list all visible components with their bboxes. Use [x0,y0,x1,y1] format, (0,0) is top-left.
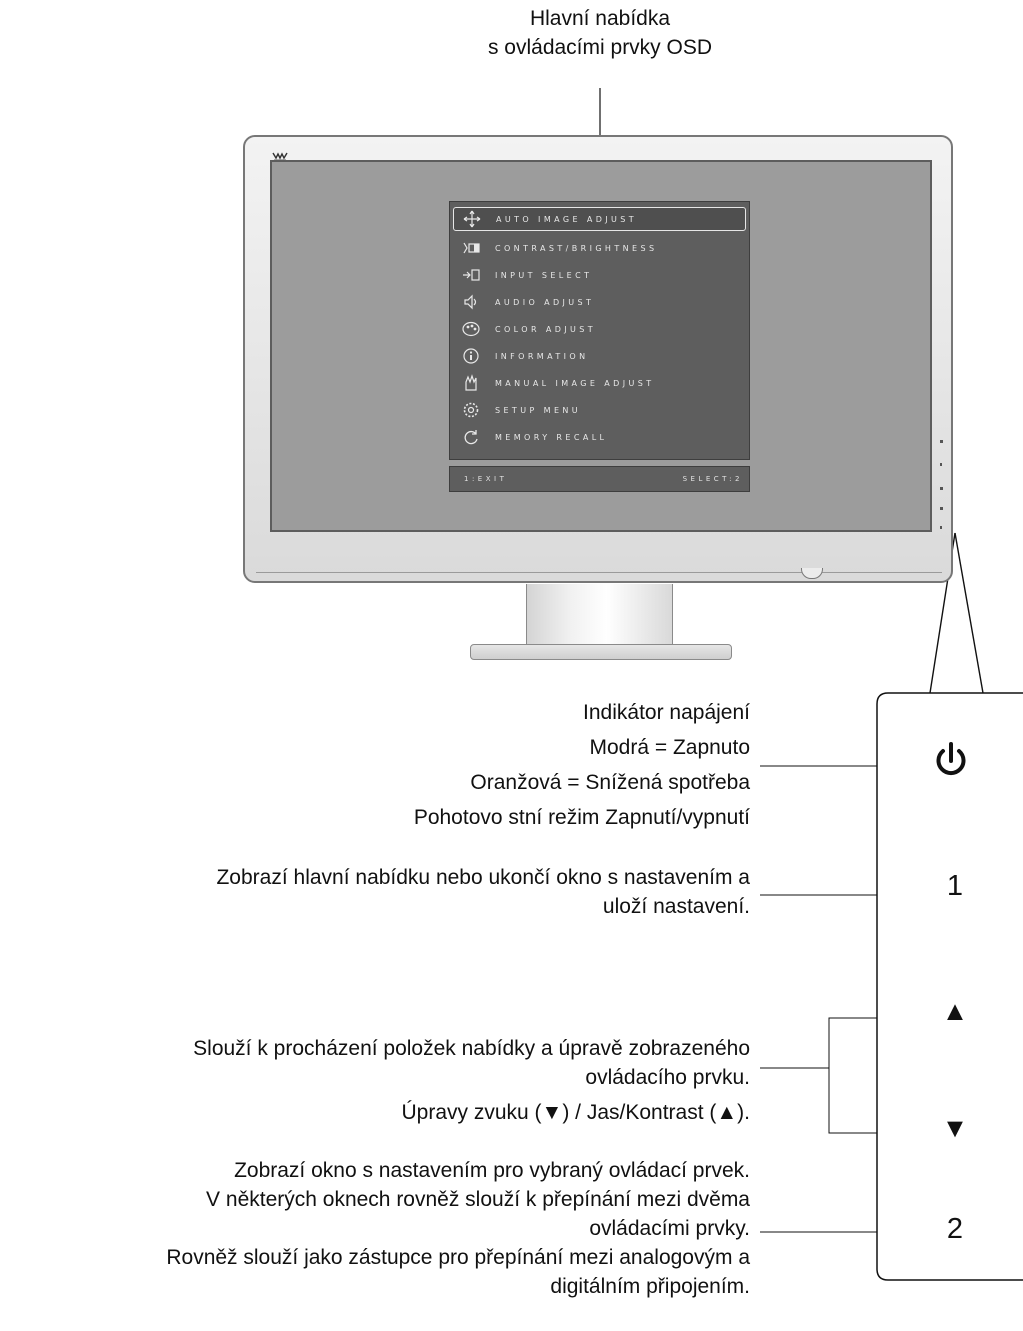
osd-item-color-adjust[interactable]: COLOR ADJUST [453,317,746,341]
manual-image-adjust-icon [461,374,481,392]
control-button-up[interactable]: ▲ [941,996,969,1026]
setup-menu-icon [461,401,481,419]
osd-item-audio-adjust[interactable]: AUDIO ADJUST [453,290,746,314]
osd-menu-caption-line2: s ovládacími prvky OSD [487,36,713,59]
power-description-line: Oranžová = Snížená spotřeba [470,771,750,794]
button2-description: Zobrazí okno s nastavením pro vybraný ov… [166,1156,750,1301]
auto-adjust-icon [462,210,482,228]
osd-item-auto-image-adjust[interactable]: AUTO IMAGE ADJUST [453,207,746,231]
monitor-stand-neck [526,584,673,644]
side-button-power [940,440,943,443]
osd-exit-hint: 1:EXIT [464,475,508,483]
osd-item-label: SETUP MENU [495,405,582,415]
button2-description-line: digitálním připojením. [550,1275,750,1298]
arrows-description-line: Úpravy zvuku (▼) / Jas/Kontrast (▲). [401,1101,750,1124]
button1-description: Zobrazí hlavní nabídku nebo ukončí okno … [216,863,750,921]
side-button-down [940,507,943,510]
zoom-line-right [954,532,984,694]
brand-logo [272,148,288,161]
osd-select-hint: SELECT:2 [682,475,743,483]
monitor-stand-base [470,644,732,660]
power-description-line: Indikátor napájení [583,701,750,724]
memory-recall-icon [461,428,481,446]
power-description-line: Pohotovo stní režim Zapnutí/vypnutí [413,806,750,829]
osd-item-label: CONTRAST/BRIGHTNESS [495,243,658,253]
arrows-description-line: ovládacího prvku. [585,1066,750,1089]
osd-item-information[interactable]: INFORMATION [453,344,746,368]
power-icon[interactable] [928,738,974,784]
side-button-1 [940,463,942,466]
power-description: Indikátor napájení Modrá = Zapnuto Oranž… [414,695,750,835]
button1-description-line: uloží nastavení. [602,895,750,918]
control-button-2[interactable]: 2 [946,1213,964,1245]
osd-menu-caption-line1: Hlavní nabídka [529,7,671,30]
osd-item-label: MEMORY RECALL [495,432,608,442]
button2-description-line: Rovněž slouží jako zástupce pro přepínán… [166,1246,750,1269]
osd-item-contrast-brightness[interactable]: CONTRAST/BRIGHTNESS [453,236,746,260]
information-icon [461,347,481,365]
osd-item-manual-image-adjust[interactable]: MANUAL IMAGE ADJUST [453,371,746,395]
osd-footer: 1:EXIT SELECT:2 [449,466,750,492]
osd-menu-caption: Hlavní nabídka s ovládacími prvky OSD [430,4,770,62]
side-button-2 [940,526,942,529]
osd-item-setup-menu[interactable]: SETUP MENU [453,398,746,422]
arrows-description: Slouží k procházení položek nabídky a úp… [193,1034,750,1127]
button2-description-line: V některých oknech rovněž slouží k přepí… [206,1188,750,1211]
osd-item-label: AUTO IMAGE ADJUST [496,214,638,224]
button1-description-line: Zobrazí hlavní nabídku nebo ukončí okno … [216,866,750,889]
osd-item-label: AUDIO ADJUST [495,297,595,307]
button2-description-line: ovládacími prvky. [589,1217,750,1240]
osd-item-input-select[interactable]: INPUT SELECT [453,263,746,287]
osd-menu: AUTO IMAGE ADJUST CONTRAST/BRIGHTNESS IN… [449,201,750,460]
control-panel-outline [876,692,1023,1281]
arrows-description-line: Slouží k procházení položek nabídky a úp… [193,1037,750,1060]
bezel-divider [256,572,942,573]
input-select-icon [461,266,481,284]
power-description-line: Modrá = Zapnuto [589,736,750,759]
osd-item-label: INPUT SELECT [495,270,593,280]
arrows-bracket [828,1017,877,1134]
button2-description-line: Zobrazí okno s nastavením pro vybraný ov… [234,1159,750,1182]
control-button-1[interactable]: 1 [946,870,964,902]
contrast-brightness-icon [461,239,481,257]
side-button-up [940,487,943,490]
osd-item-label: INFORMATION [495,351,589,361]
control-button-down[interactable]: ▼ [941,1113,969,1143]
osd-item-label: MANUAL IMAGE ADJUST [495,378,655,388]
osd-item-label: COLOR ADJUST [495,324,597,334]
audio-adjust-icon [461,293,481,311]
osd-item-memory-recall[interactable]: MEMORY RECALL [453,425,746,449]
color-adjust-icon [461,320,481,338]
